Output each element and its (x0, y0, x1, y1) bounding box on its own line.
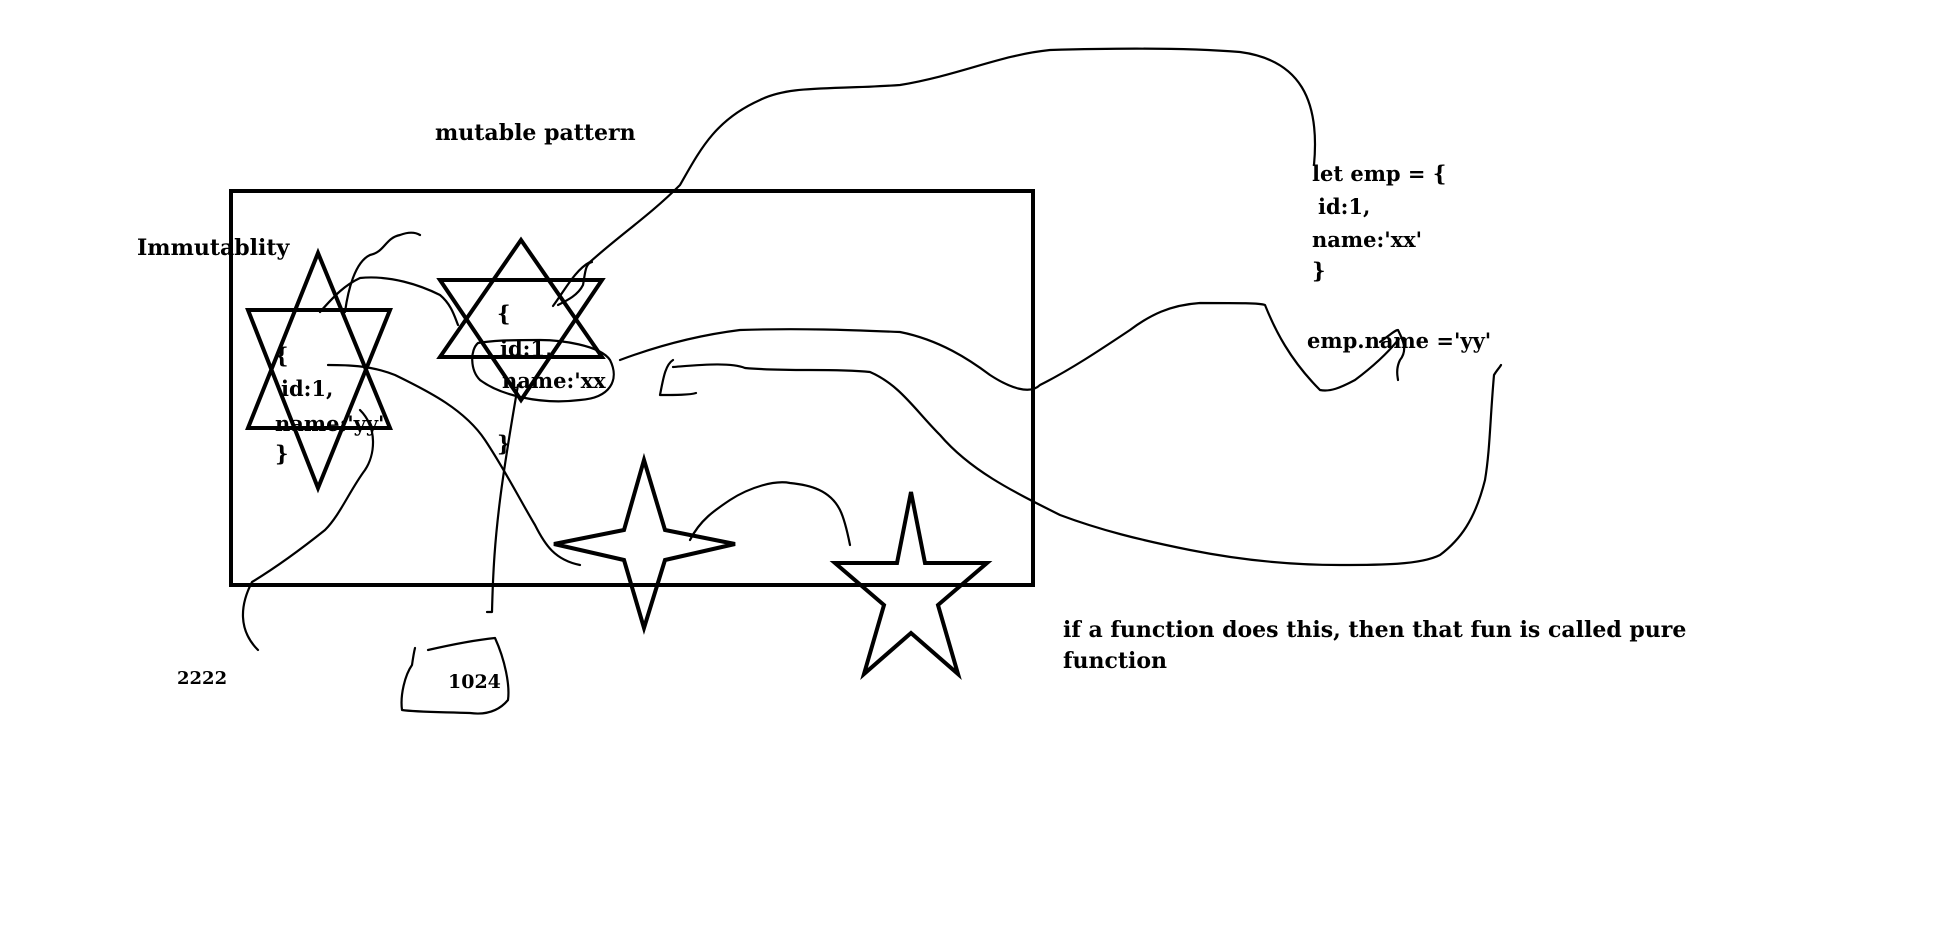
object-brace-close: } (275, 441, 289, 466)
code-line: name:'xx' (1312, 227, 1423, 252)
code-line: id:1, (1318, 194, 1371, 219)
curve-left-hook (343, 231, 422, 314)
code-line: } (1312, 258, 1326, 283)
curve-top-loop (551, 47, 1317, 308)
curve-star-arc (688, 481, 852, 547)
object-name: name:'xx (502, 368, 606, 393)
four-point-star (553, 452, 736, 635)
main-rectangle (229, 189, 1035, 587)
curve-middle-to-1024 (485, 383, 520, 614)
object-brace-open: { (275, 343, 289, 368)
object-name: name:'yy' (275, 411, 385, 436)
code-line: emp.name ='yy' (1307, 328, 1492, 353)
curve-middle-blob (471, 338, 615, 403)
number-1024-label: 1024 (448, 671, 501, 693)
curve-left-down (241, 408, 375, 652)
curve-emp-wiggle (1378, 328, 1406, 382)
mutable-pattern-label: mutable pattern (435, 120, 636, 146)
pure-function-note-line2: function (1063, 648, 1168, 674)
immutability-label: Immutablity (137, 235, 290, 261)
curve-middle-to-code-bottom (618, 301, 1400, 392)
curve-1024-blob (400, 636, 510, 715)
curve-box-to-code-right (658, 358, 1503, 567)
object-brace-open: { (497, 301, 511, 326)
curve-left-to-fourstar (326, 363, 582, 567)
six-point-star-left (245, 247, 393, 494)
five-point-star (829, 491, 993, 680)
curve-left-to-middle (318, 276, 460, 327)
object-id: id:1, (500, 336, 553, 361)
six-point-star-middle (436, 236, 606, 404)
object-id: id:1, (281, 376, 334, 401)
curve-middle-wiggle (556, 260, 594, 307)
object-brace-close: } (497, 431, 511, 456)
pure-function-note-line1: if a function does this, then that fun i… (1063, 617, 1687, 643)
code-line: let emp = { (1312, 161, 1447, 186)
number-2222-label: 2222 (177, 668, 228, 689)
